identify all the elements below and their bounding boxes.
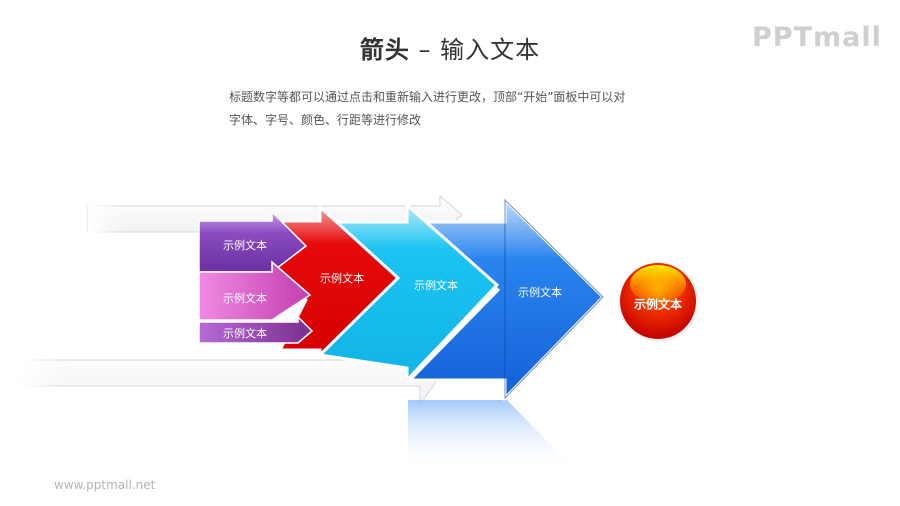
footer-url: www.pptmall.net <box>54 478 156 492</box>
title-sub: 输入文本 <box>440 36 541 64</box>
result-sphere-label: 示例文本 <box>633 297 683 312</box>
arrow-pink <box>198 260 312 321</box>
arrow-cyan-label: 示例文本 <box>414 279 458 292</box>
result-sphere <box>619 262 699 342</box>
title-separator: – <box>409 36 441 64</box>
title-main: 箭头 <box>359 36 410 64</box>
arrow-purple-label: 示例文本 <box>223 239 267 252</box>
arrow-violet <box>198 315 314 344</box>
description-text: 标题数字等都可以通过点击和重新输入进行更改，顶部“开始”面板中可以对 字体、字号… <box>229 86 669 132</box>
arrow-pink-label: 示例文本 <box>223 292 267 305</box>
arrow-blue-label: 示例文本 <box>518 286 562 299</box>
blue-arrow-reflection <box>408 398 575 470</box>
description-line-2: 字体、字号、颜色、行距等进行修改 <box>229 113 422 127</box>
arrow-red-label: 示例文本 <box>320 272 364 285</box>
page-title: 箭头 – 输入文本 <box>0 30 900 65</box>
arrow-violet-label: 示例文本 <box>223 327 267 340</box>
brand-logo: PPTmall <box>752 22 882 53</box>
description-line-1: 标题数字等都可以通过点击和重新输入进行更改，顶部“开始”面板中可以对 <box>229 90 626 104</box>
